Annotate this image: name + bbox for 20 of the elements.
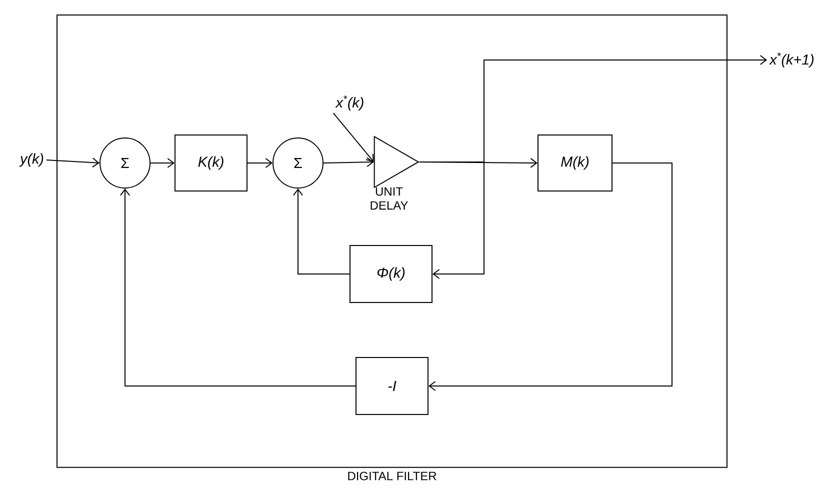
arrow: [46, 158, 100, 168]
arrow: [418, 162, 484, 279]
arrow: [120, 188, 356, 386]
arrow: [150, 158, 174, 168]
gain-block: M(k): [538, 134, 612, 192]
gain-block: K(k): [174, 134, 248, 192]
node-label: UNIT DELAY: [370, 187, 408, 210]
summing-junction: Σ: [100, 138, 150, 188]
summing-junction: Σ: [272, 138, 324, 188]
gain-block: Φ(k): [350, 245, 432, 303]
arrow: [428, 162, 672, 391]
node-label: DIGITAL FILTER: [348, 472, 436, 480]
input-label: x$^{*}$(k): [335, 95, 364, 111]
arrow: [323, 157, 374, 168]
input-label: y(k): [19, 153, 44, 167]
arrow: [293, 188, 350, 274]
arrow: [247, 158, 272, 168]
arrow: [332, 112, 374, 162]
gain-block: -I: [356, 356, 428, 415]
output-label: x$^{*}$(k+1): [769, 52, 814, 68]
